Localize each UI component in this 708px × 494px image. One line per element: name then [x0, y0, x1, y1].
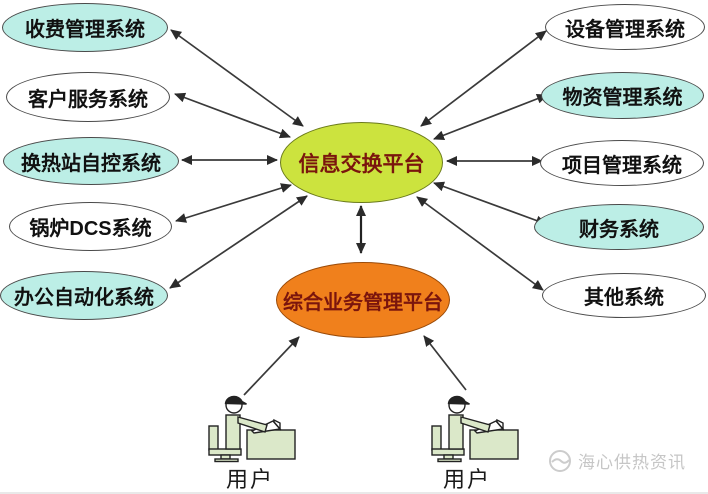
arrow-equipment-hub — [420, 30, 547, 127]
user-label-2: 用户 — [443, 467, 492, 492]
bottom-divider — [0, 492, 708, 494]
node-boiler-dcs-system: 锅炉DCS系统 — [9, 202, 172, 251]
user-label-1: 用户 — [226, 467, 275, 492]
arrow-user2-platform — [423, 335, 467, 391]
arrow-office-hub — [169, 195, 308, 289]
node-charging-management-system: 收费管理系统 — [2, 3, 168, 52]
arrow-user1-platform — [243, 336, 300, 396]
user-figure-1 — [208, 395, 296, 463]
node-other-systems: 其他系统 — [542, 273, 706, 318]
node-information-exchange-platform: 信息交换平台 — [280, 122, 443, 203]
arrow-materials-hub — [433, 93, 548, 141]
arrow-charging-hub — [170, 29, 304, 127]
watermark-logo-icon — [549, 449, 571, 472]
user-figure-2 — [431, 395, 519, 463]
arrow-boiler-hub — [175, 183, 292, 223]
node-office-automation-system: 办公自动化系统 — [0, 271, 168, 320]
node-materials-management-system: 物资管理系统 — [541, 72, 704, 119]
node-project-management-system: 项目管理系统 — [540, 140, 704, 186]
arrow-other-hub — [416, 196, 544, 291]
arrow-customer-hub — [174, 92, 291, 139]
watermark: 海心供热资讯 — [548, 448, 686, 473]
node-equipment-management-system: 设备管理系统 — [545, 4, 705, 50]
node-heat-station-control-system: 换热站自控系统 — [3, 137, 179, 185]
node-customer-service-system: 客户服务系统 — [6, 72, 170, 122]
arrow-finance-hub — [433, 181, 547, 226]
node-finance-system: 财务系统 — [534, 204, 704, 250]
node-comprehensive-business-platform: 综合业务管理平台 — [276, 262, 450, 338]
watermark-text: 海心供热资讯 — [578, 453, 686, 472]
